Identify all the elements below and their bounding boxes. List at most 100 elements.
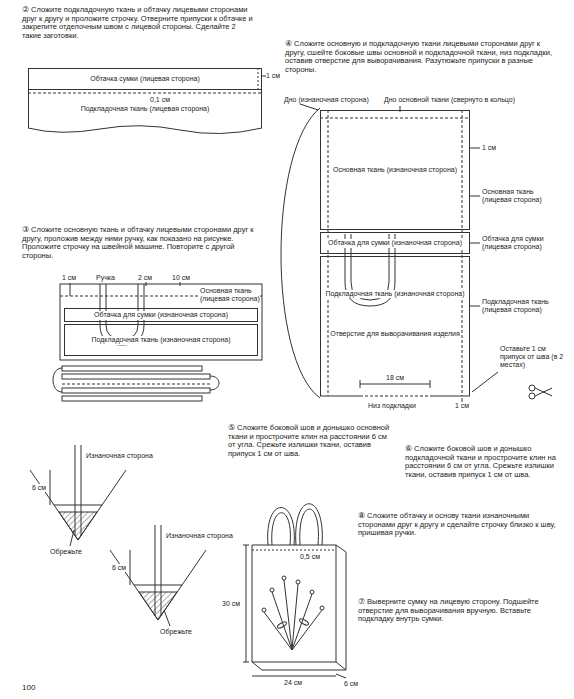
- corner-diagram: [130, 550, 131, 585]
- step4-panel: [470, 196, 480, 197]
- step4-panel: [281, 108, 320, 398]
- dimension-label: 10 см: [172, 274, 190, 282]
- dimension-label: 6 см: [112, 564, 126, 572]
- panel-label: Подкладочная ткань (изнаночная сторона): [90, 336, 231, 344]
- step4-panel: [328, 110, 329, 396]
- bag-illustration: [252, 662, 346, 670]
- fabric-panel: Основная ткань (изнаночная сторона): [320, 110, 470, 230]
- fabric-panel: Обтачка для сумки (изнаночная сторона): [320, 232, 470, 254]
- fabric-panel: Обтачка сумки (лицевая сторона): [28, 68, 262, 90]
- step2-panel: [28, 68, 266, 134]
- dimension-label: 6 см: [344, 680, 358, 688]
- step3-panel: [180, 282, 181, 286]
- bag-illustration: [268, 508, 295, 546]
- bag-illustration: [336, 674, 346, 678]
- step4-panel: [470, 306, 480, 307]
- bag-illustration: [336, 545, 346, 670]
- step4-panel: [535, 388, 552, 396]
- step3-panel: [62, 366, 202, 371]
- corner-diagram: [50, 470, 51, 505]
- step-text: ④ Сложите основную и подкладочную ткани …: [285, 40, 560, 75]
- bag-illustration: [296, 504, 323, 545]
- step3-panel: [53, 282, 262, 401]
- bag-illustration: [252, 550, 336, 551]
- bag-illustration: [299, 618, 310, 626]
- step4-panel: [320, 396, 360, 397]
- dimension-label: 0,1 см: [150, 96, 170, 104]
- bag-illustration: [282, 576, 286, 580]
- corner-diagram: [164, 610, 170, 626]
- bag-illustration: [243, 662, 249, 663]
- step3-panel: [62, 396, 202, 401]
- bag-illustration: [243, 545, 249, 546]
- panel-label: Обтачка для сумки (изнаночная сторона): [327, 239, 463, 247]
- step3-panel: [62, 388, 210, 393]
- bag-illustration: [246, 545, 247, 662]
- step4-panel: [470, 243, 480, 244]
- corner-diagram: [59, 512, 97, 540]
- corner-diagram: [70, 530, 74, 546]
- step4-panel: [430, 396, 470, 397]
- dimension-label: 30 см: [222, 600, 240, 608]
- step4-panel: [470, 148, 480, 149]
- step3-panel: [62, 384, 210, 385]
- corner-diagram: [54, 505, 102, 506]
- part-label: Изнаночная сторона: [166, 532, 233, 540]
- step-text: ② Сложите подкладочную ткань и обтачку л…: [22, 6, 254, 41]
- dimension-label: 1 см: [266, 72, 280, 80]
- step3-panel: [70, 283, 71, 296]
- part-label: Дно основной ткани (свернуто в кольцо): [384, 96, 515, 104]
- part-label: Обрежьте: [160, 628, 192, 636]
- part-label: Основная ткань (лицевая сторона): [200, 287, 260, 303]
- part-label: Обтачка для сумки (лицевая сторона): [482, 235, 554, 251]
- dimension-label: 1 см: [62, 274, 76, 282]
- corner-diagram: [139, 592, 177, 620]
- fabric-panel: Подкладочная ткань (изнаночная сторона): [64, 324, 258, 356]
- bag-illustration: [277, 621, 288, 629]
- step-text: ③ Сложите основную ткань и обтачку лицев…: [22, 226, 260, 261]
- bag-illustration: [320, 606, 324, 610]
- panel-label: Подкладочная ткань (изнаночная сторона): [324, 290, 465, 298]
- step4-panel: [529, 385, 535, 391]
- step2-panel: [28, 126, 262, 134]
- dimension-label: 24 см: [284, 679, 302, 687]
- bag-illustration: [270, 588, 274, 592]
- page-number: 100: [22, 683, 35, 692]
- step-text: ⑤ Сложите боковой шов и донышко основной…: [228, 424, 396, 459]
- step4-panel: [360, 380, 361, 388]
- note-label: Оставьте 1 см припуск от шва (в 2 местах…: [500, 345, 568, 369]
- bag-illustration: [300, 509, 319, 545]
- panel-label: Отверстие для выворачивания изделия: [329, 330, 460, 338]
- step2-panel: [28, 93, 262, 94]
- step3-panel: [210, 376, 219, 390]
- step-text: ⑧ Сложите обтачку и основу ткани изнаноч…: [358, 512, 558, 538]
- part-label: Ручка: [96, 274, 115, 282]
- bag-illustration: [264, 580, 322, 650]
- bag-illustration: [272, 513, 291, 545]
- step4-panel: [462, 110, 463, 396]
- part-label: Подкладочная ткань (лицевая сторона): [482, 298, 554, 314]
- dimension-label: 6 см: [32, 484, 46, 492]
- bag-illustration: [262, 608, 266, 612]
- bag-illustration: [252, 676, 336, 677]
- step4-panel: [535, 388, 552, 396]
- step-text: ⑦ Выверните сумку на лицевую сторону. По…: [358, 598, 553, 624]
- panel-label: Основная ткань (изнаночная сторона): [332, 166, 458, 174]
- bag-illustration: [252, 545, 336, 662]
- corner-diagram: [134, 585, 182, 586]
- dimension-label: 1 см: [482, 144, 496, 152]
- fabric-panel: Подкладочная ткань (лицевая сторона): [28, 90, 262, 128]
- part-label: Дно (изнаночная сторона): [284, 96, 369, 104]
- corner-diagram: [110, 550, 206, 620]
- bag-illustration: [243, 504, 346, 678]
- dimension-label: 0,5 см: [300, 553, 320, 561]
- panel-label: Обтачка для сумки (изнаночная сторона): [93, 311, 229, 319]
- dimension-label: 18 см: [386, 374, 404, 382]
- dimension-label: 2 см: [138, 274, 152, 282]
- part-label: Низ подкладки: [368, 402, 416, 410]
- step4-panel: [320, 118, 470, 119]
- fabric-panel: Обтачка для сумки (изнаночная сторона): [64, 308, 258, 322]
- step-text: ⑥ Сложите боковой шов и донышко подкладо…: [405, 445, 565, 480]
- bag-illustration: [310, 590, 314, 594]
- step2-panel: [258, 68, 259, 90]
